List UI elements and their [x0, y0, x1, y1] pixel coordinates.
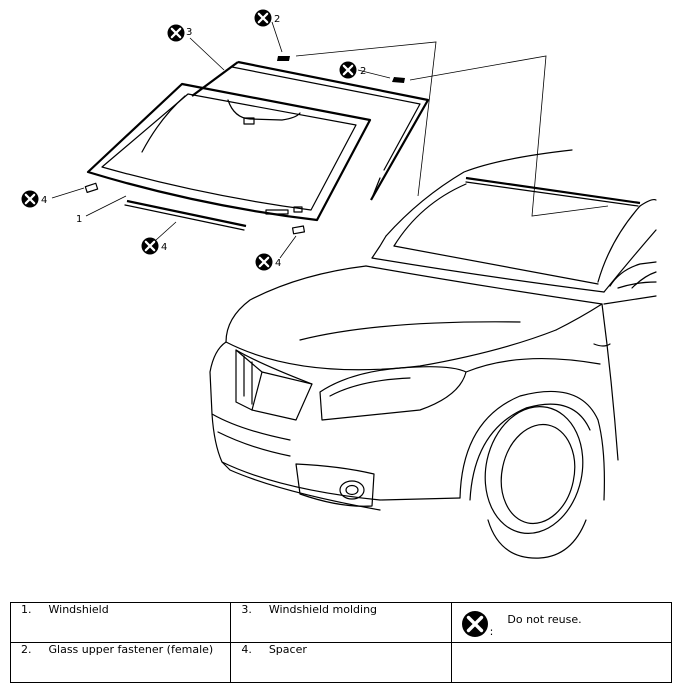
legend-label: Windshield [48, 603, 109, 616]
glass-upper-fasteners [277, 56, 405, 83]
legend-table: 1. Windshield 3. Windshield molding : Do… [9, 602, 673, 683]
legend-number: 4. [241, 643, 252, 656]
callout-4b: 4 [140, 236, 167, 256]
legend-cell-windshield-molding: 3. Windshield molding [230, 602, 452, 643]
legend-cell-spacer: 4. Spacer [230, 642, 452, 683]
callout-2b: 2 [338, 60, 366, 80]
callout-1: 1 [76, 214, 82, 225]
windshield-glass [86, 82, 372, 222]
callout-2a-label: 2 [274, 14, 280, 25]
legend-cell-do-not-reuse: : Do not reuse. [450, 602, 673, 643]
legend-cell-windshield: 1. Windshield [9, 602, 232, 643]
legend-label: Spacer [268, 643, 307, 656]
vehicle-body [209, 149, 657, 559]
callout-1-label: 1 [76, 214, 82, 225]
legend-label: Do not reuse. [507, 613, 582, 626]
leader-lines [51, 21, 609, 259]
windshield-molding [141, 60, 430, 201]
callout-4a-label: 4 [41, 195, 47, 206]
callout-2b-label: 2 [360, 66, 366, 77]
legend-cell-glass-upper-fastener: 2. Glass upper fastener (female) [9, 642, 232, 683]
windshield-exploded-diagram: 3 2 2 4 1 4 4 [20, 8, 657, 559]
legend-colon: : [489, 625, 494, 638]
lower-strip [124, 199, 247, 231]
callout-4c-label: 4 [275, 258, 281, 269]
callout-3-label: 3 [186, 27, 192, 38]
legend-number: 2. [21, 643, 32, 656]
legend-number: 1. [21, 603, 32, 616]
spacers [84, 182, 306, 235]
legend-row-1: 1. Windshield 3. Windshield molding : Do… [9, 602, 673, 643]
callout-2a: 2 [253, 8, 280, 28]
legend-cell-empty [450, 642, 673, 683]
callout-4c: 4 [254, 252, 281, 272]
legend-number: 3. [241, 603, 252, 616]
callout-3: 3 [166, 23, 192, 43]
callout-4b-label: 4 [161, 242, 167, 253]
callout-4a: 4 [20, 189, 47, 209]
legend-label: Glass upper fastener (female) [48, 643, 214, 656]
circled-x-icon [461, 611, 488, 637]
legend-label: Windshield molding [268, 603, 378, 616]
legend-row-2: 2. Glass upper fastener (female) 4. Spac… [9, 642, 673, 683]
